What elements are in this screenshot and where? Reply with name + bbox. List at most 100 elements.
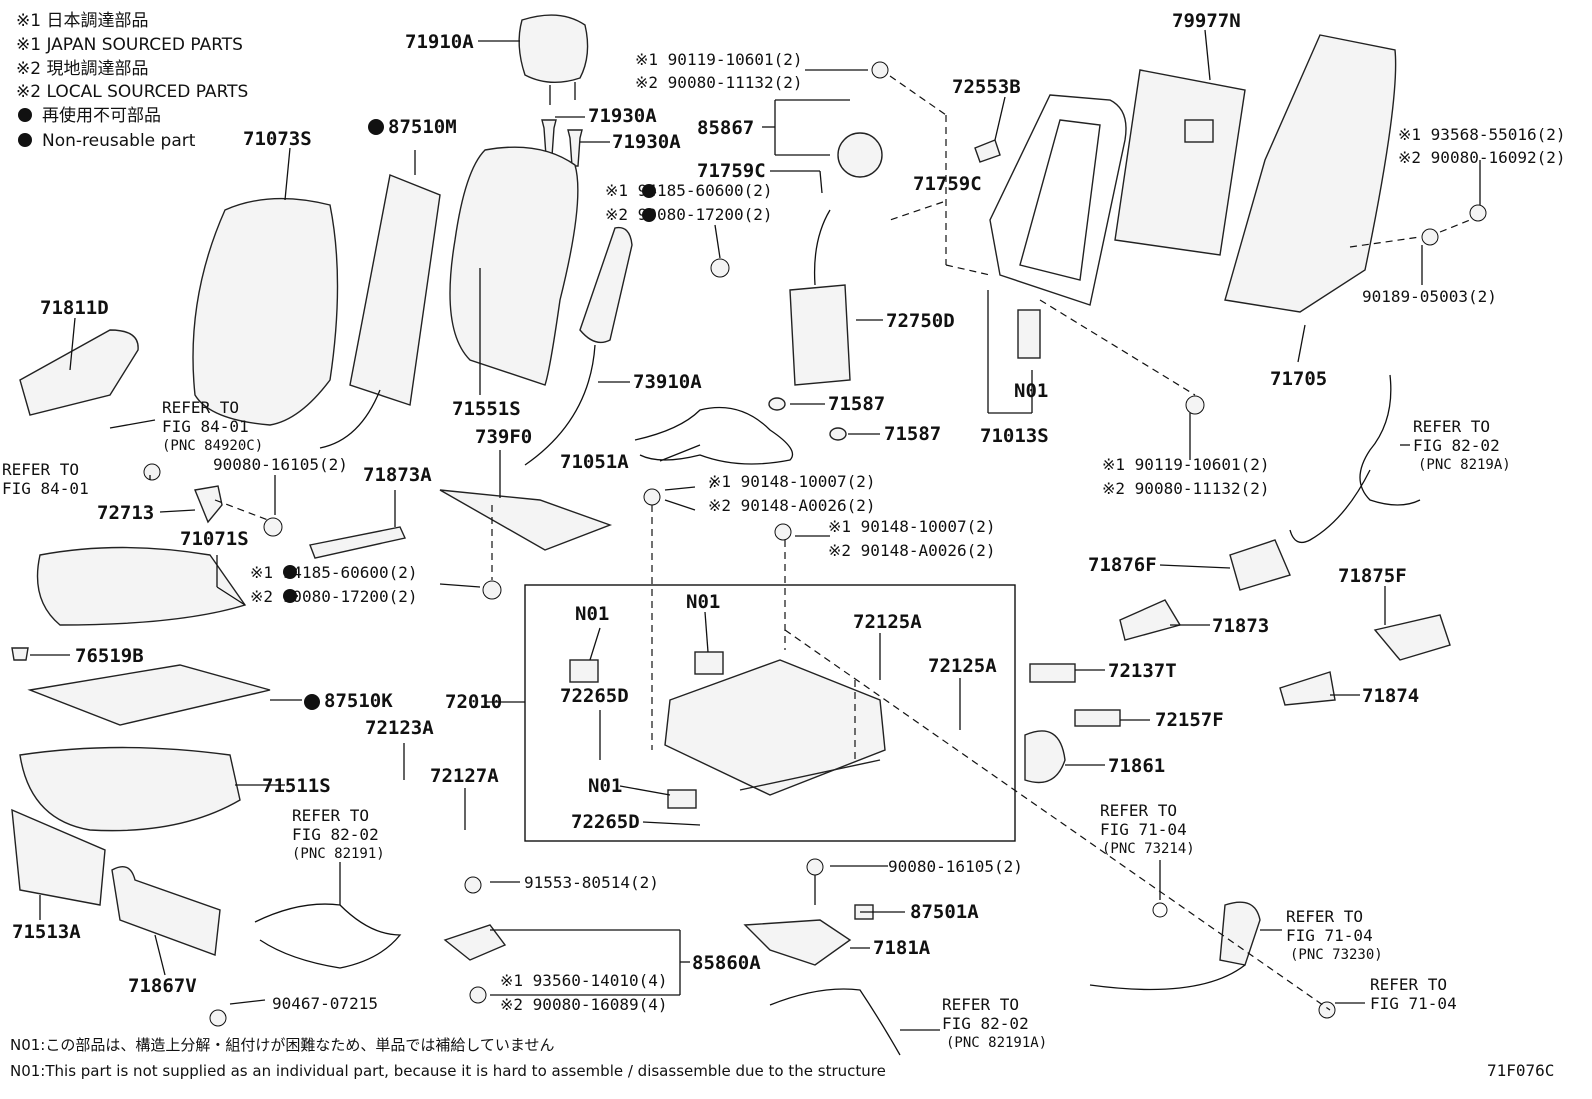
part-label: 72553B bbox=[952, 76, 1021, 98]
seatback-board-icon bbox=[1114, 69, 1246, 256]
bolt-icon bbox=[143, 463, 161, 481]
fastener-label: ※1 90148-10007(2) bbox=[708, 472, 876, 491]
grommet-icon bbox=[1152, 902, 1168, 918]
motor-icon bbox=[569, 659, 599, 683]
bolt-icon bbox=[774, 523, 792, 541]
control-switch-icon bbox=[443, 924, 507, 961]
seat-belt-buckle-icon bbox=[1219, 901, 1261, 966]
refer-label: REFER TO bbox=[1370, 975, 1447, 994]
clip-icon bbox=[1421, 228, 1439, 246]
refer-label: REFER TO bbox=[162, 398, 239, 417]
side-trim-icon bbox=[1119, 599, 1182, 641]
part-label: 71874 bbox=[1362, 685, 1419, 707]
nut-icon bbox=[482, 580, 502, 600]
legend-line-1: ※1 日本調達部品 bbox=[16, 11, 148, 31]
refer-label: FIG 71-04 bbox=[1286, 926, 1373, 945]
wire-harness-icon bbox=[634, 406, 794, 465]
bolt-icon bbox=[871, 61, 889, 79]
seatback-back-panel-icon bbox=[1224, 34, 1397, 313]
bracket-icon bbox=[974, 139, 1001, 163]
motor-icon bbox=[694, 651, 724, 675]
part-label: 87510K bbox=[324, 690, 393, 712]
fastener-label: ※2 90080-11132(2) bbox=[1102, 479, 1270, 498]
part-label: 71051A bbox=[560, 451, 629, 473]
lumbar-support-icon bbox=[789, 284, 851, 386]
legend-line-4: ※2 LOCAL SOURCED PARTS bbox=[16, 82, 248, 102]
refer-label: FIG 82-02 bbox=[1413, 436, 1500, 455]
part-label: 72265D bbox=[571, 811, 640, 833]
refer-label: REFER TO bbox=[1100, 801, 1177, 820]
cushion-heater-icon bbox=[27, 664, 271, 726]
refer-label: (PNC 84920C) bbox=[162, 438, 263, 454]
part-label: 7181A bbox=[873, 937, 931, 959]
bolt-icon bbox=[263, 517, 283, 537]
part-label: N01 bbox=[575, 603, 609, 625]
fastener-label: ※1 90148-10007(2) bbox=[828, 517, 996, 536]
non-reusable-dot-icon bbox=[283, 589, 297, 603]
side-trim-icon bbox=[1229, 539, 1291, 591]
non-reusable-dot-icon bbox=[18, 108, 32, 122]
fastener-label: 90189-05003(2) bbox=[1362, 287, 1497, 306]
wire-harness-icon bbox=[254, 903, 402, 969]
part-label: 71875F bbox=[1338, 565, 1407, 587]
note-japanese: N01:この部品は、構造上分解・組付けが困難なため、単品では補給していません bbox=[10, 1036, 554, 1054]
part-label: 72713 bbox=[97, 502, 154, 524]
fastener-label: 91553-80514(2) bbox=[524, 873, 659, 892]
part-drawings bbox=[11, 14, 1451, 1056]
fastener-label: 90080-16105(2) bbox=[213, 455, 348, 474]
refer-label: FIG 82-02 bbox=[942, 1014, 1029, 1033]
part-label: 71910A bbox=[405, 31, 474, 53]
cushion-pad-icon bbox=[19, 746, 241, 832]
seatback-frame-icon bbox=[989, 94, 1127, 306]
fastener-label: ※2 90080-11132(2) bbox=[635, 73, 803, 92]
part-label: 85867 bbox=[697, 117, 754, 139]
refer-label: REFER TO bbox=[292, 806, 369, 825]
part-label: 71759C bbox=[697, 160, 766, 182]
part-label: 71511S bbox=[262, 775, 331, 797]
bracket-icon bbox=[194, 485, 223, 524]
part-label: 71930A bbox=[588, 105, 657, 127]
part-labels: 71910A 71930A 71930A 71073S 87510M 71811… bbox=[12, 10, 1419, 997]
fastener-label: ※2 90080-16089(4) bbox=[500, 995, 668, 1014]
fastener-label: ※2 90148-A0026(2) bbox=[708, 496, 876, 515]
reference-labels: REFER TO FIG 84-01 (PNC 84920C) REFER TO… bbox=[2, 398, 1511, 1051]
nut-icon bbox=[710, 258, 730, 278]
cover-icon bbox=[1074, 709, 1121, 727]
fastener-label: ※1 93568-55016(2) bbox=[1398, 125, 1566, 144]
part-label: 72125A bbox=[928, 655, 997, 677]
fastener-label: ※2 90080-17200(2) bbox=[605, 205, 773, 224]
refer-label: (PNC 73214) bbox=[1102, 841, 1195, 857]
bolt-icon bbox=[806, 858, 824, 876]
refer-label: FIG 71-04 bbox=[1100, 820, 1187, 839]
wire-harness-icon bbox=[769, 988, 901, 1056]
refer-label: (PNC 8219A) bbox=[1418, 457, 1511, 473]
fastener-label: ※1 94185-60600(2) bbox=[605, 181, 773, 200]
non-reusable-dot-icon bbox=[283, 565, 297, 579]
side-trim-icon bbox=[1279, 671, 1336, 706]
part-label: 739F0 bbox=[475, 426, 532, 448]
non-reusable-dot-icon bbox=[368, 119, 384, 135]
part-label: N01 bbox=[588, 775, 622, 797]
seatback-pad-icon bbox=[449, 146, 579, 386]
cushion-side-panel-icon bbox=[11, 808, 106, 906]
part-label: N01 bbox=[686, 591, 720, 613]
fastener-label: ※1 94185-60600(2) bbox=[250, 563, 418, 582]
clip-icon bbox=[11, 647, 29, 661]
refer-label: FIG 84-01 bbox=[162, 417, 249, 436]
motor-icon bbox=[667, 789, 697, 809]
non-reusable-dot-icon bbox=[642, 208, 656, 222]
part-label: 72125A bbox=[853, 611, 922, 633]
part-label: 71587 bbox=[828, 393, 885, 415]
fastener-label: 90467-07215 bbox=[272, 994, 378, 1013]
non-reusable-dot-icon bbox=[18, 133, 32, 147]
non-reusable-dot-icon bbox=[642, 184, 656, 198]
part-label: 71861 bbox=[1108, 755, 1165, 777]
refer-label: (PNC 73230) bbox=[1290, 947, 1383, 963]
nut-icon bbox=[1318, 1001, 1336, 1019]
legend-line-6: Non-reusable part bbox=[42, 131, 196, 151]
part-label: 85860A bbox=[692, 952, 761, 974]
refer-label: FIG 71-04 bbox=[1370, 994, 1457, 1013]
nut-icon bbox=[209, 1009, 227, 1027]
refer-label: FIG 84-01 bbox=[2, 479, 89, 498]
non-reusable-dot-icon bbox=[304, 694, 320, 710]
